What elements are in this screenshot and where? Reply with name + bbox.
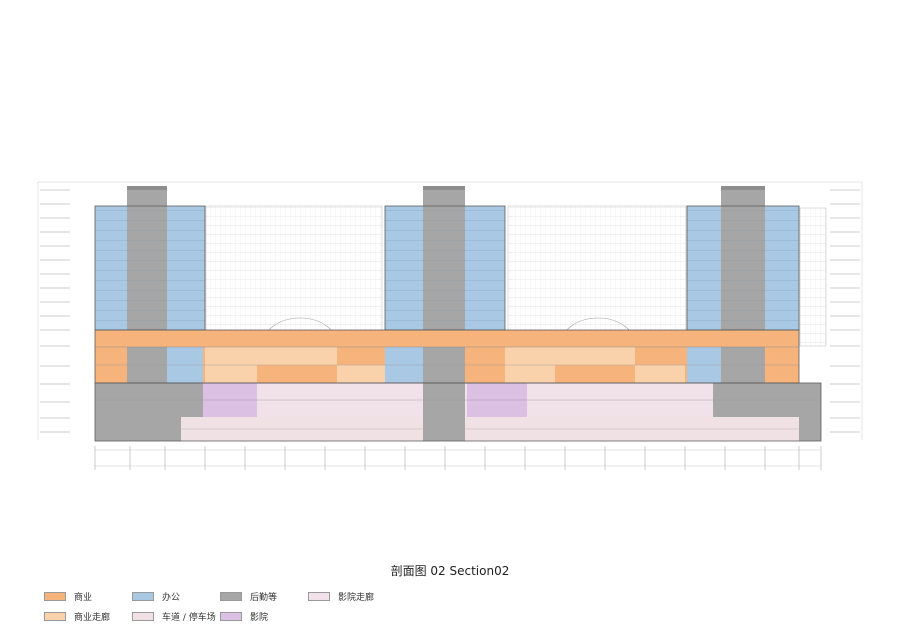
level-markers-left <box>40 189 70 433</box>
legend-label: 车道 / 停车场 <box>162 612 216 623</box>
legend-item-office: 办公 <box>132 590 181 603</box>
legend-swatch <box>308 591 330 601</box>
drawing-frame <box>37 181 863 467</box>
section-outline <box>94 205 822 442</box>
commercial-corridor-e <box>555 347 635 365</box>
legend-item-cinema-corridor: 影院走廊 <box>308 590 375 603</box>
drawing-caption: 剖面图 02 Section02 <box>390 564 510 578</box>
level-markers-right <box>830 189 860 433</box>
podium-level-2-commercial <box>95 330 799 347</box>
legend-label: 后勤等 <box>250 592 278 603</box>
tower-1 <box>95 186 205 330</box>
legend-swatch <box>132 591 154 601</box>
legend-item-commercial: 商业 <box>44 590 93 603</box>
legend-item-parking: 车道 / 停车场 <box>132 610 216 623</box>
tower-2-crown <box>423 186 465 190</box>
tower-2-floor-lines <box>385 206 505 330</box>
facade-elevation-far-right <box>799 207 827 347</box>
section-drawing <box>37 181 863 470</box>
legend-swatch <box>44 611 66 621</box>
tower-3 <box>687 186 799 330</box>
legend-swatch <box>132 611 154 621</box>
legend: 商业 办公 后勤等 影院走廊 商业走廊 车道 / 停车场 影院 <box>44 590 384 624</box>
commercial-corridor-f <box>635 365 685 383</box>
legend-item-service: 后勤等 <box>220 590 278 603</box>
tower-2 <box>385 186 505 330</box>
commercial-corridor-c <box>337 365 387 383</box>
legend-item-cinema: 影院 <box>220 610 269 623</box>
legend-label: 商业走廊 <box>74 612 111 623</box>
podium-commercial <box>95 330 799 383</box>
legend-label: 商业 <box>74 592 93 603</box>
grid-ticks <box>94 446 822 470</box>
commercial-corridor-b <box>257 347 337 365</box>
legend-swatch <box>220 591 242 601</box>
legend-item-commercial-corridor: 商业走廊 <box>44 610 111 623</box>
legend-swatch <box>220 611 242 621</box>
tower-3-floor-lines <box>687 206 799 330</box>
legend-swatch <box>44 591 66 601</box>
legend-label: 影院走廊 <box>338 592 375 603</box>
tower-1-floor-lines <box>95 206 205 330</box>
legend-label: 办公 <box>162 592 181 603</box>
tower-3-crown <box>721 186 765 190</box>
legend-label: 影院 <box>250 612 269 623</box>
basement-b1 <box>95 383 821 417</box>
basement-b2 <box>95 417 821 441</box>
tower-1-crown <box>127 186 167 190</box>
